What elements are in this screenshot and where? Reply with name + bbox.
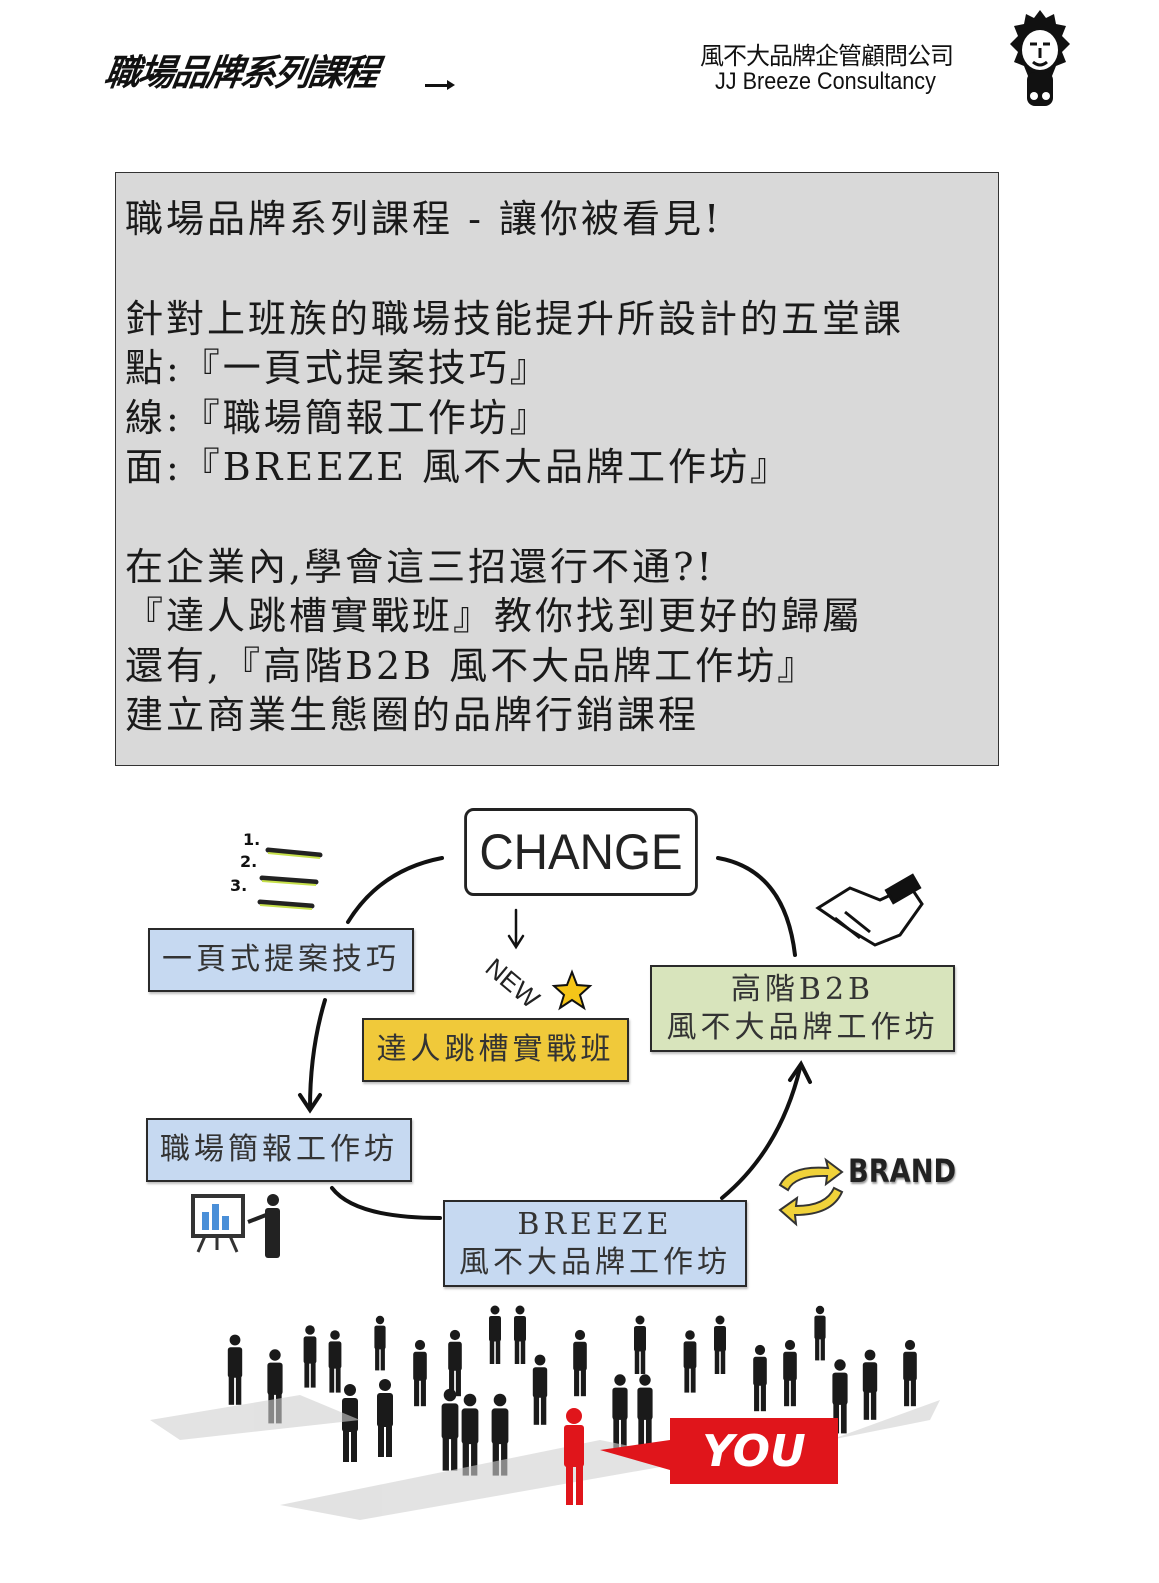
svg-text:1.: 1. xyxy=(243,830,260,849)
crowd-illustration xyxy=(227,1305,917,1476)
person-silhouette xyxy=(377,1379,393,1457)
intro-line: 建立商業生態圈的品牌行銷課程 xyxy=(125,693,700,737)
handshake-icon xyxy=(815,873,924,947)
person-silhouette xyxy=(491,1393,509,1476)
person-silhouette xyxy=(573,1329,587,1397)
course-label: 達人跳槽實戰班 xyxy=(376,1032,615,1067)
course-job-hop: 達人跳槽實戰班 xyxy=(362,1018,629,1082)
person-silhouette xyxy=(634,1315,646,1374)
person-silhouette xyxy=(903,1339,917,1407)
intro-line: 還有,『高階B2B 風不大品牌工作坊』 xyxy=(125,643,819,688)
company-name-en: JJ Breeze Consultancy xyxy=(715,68,936,95)
course-presentation-workshop: 職場簡報工作坊 xyxy=(146,1118,412,1182)
person-silhouette xyxy=(489,1305,501,1364)
intro-line: 點:『一頁式提案技巧』 xyxy=(125,346,551,390)
crowd-shadows xyxy=(150,1395,940,1520)
person-silhouette xyxy=(328,1330,342,1393)
course-label: 風不大品牌工作坊 xyxy=(459,1244,731,1280)
person-silhouette xyxy=(862,1349,878,1420)
person-silhouette xyxy=(783,1339,797,1407)
course-label: 高階B2B xyxy=(730,971,875,1007)
intro-heading: 職場品牌系列課程 - 讓你被看見! xyxy=(125,197,723,241)
person-silhouette xyxy=(461,1393,479,1476)
intro-line: 在企業內,學會這三招還行不通?! xyxy=(125,544,715,589)
person-silhouette xyxy=(448,1329,462,1397)
intro-line: 面:『BREEZE 風不大品牌工作坊』 xyxy=(125,445,792,489)
person-silhouette xyxy=(637,1374,653,1449)
arrow-up-icon xyxy=(788,1060,812,1084)
brand-cycle-arrows-icon xyxy=(778,1157,844,1227)
person-silhouette xyxy=(612,1374,628,1449)
change-label: CHANGE xyxy=(464,808,698,896)
intro-text-box: 職場品牌系列課程 - 讓你被看見! 針對上班族的職場技能提升所設計的五堂課 點:… xyxy=(115,172,999,766)
arrow-right-icon xyxy=(425,80,455,90)
person-silhouette xyxy=(342,1384,358,1462)
person-silhouette xyxy=(413,1339,427,1407)
course-b2b-brand-workshop: 高階B2B 風不大品牌工作坊 xyxy=(650,965,955,1052)
arrow-down-icon xyxy=(298,1093,322,1114)
presentation-icon xyxy=(191,1194,280,1258)
course-label: 職場簡報工作坊 xyxy=(160,1132,398,1167)
checklist-icon: 1. 2. 3. xyxy=(230,830,323,910)
person-silhouette xyxy=(683,1330,697,1393)
svg-text:2.: 2. xyxy=(240,852,257,871)
arc-line xyxy=(716,856,797,957)
you-person-icon xyxy=(564,1408,670,1505)
course-one-page-proposal: 一頁式提案技巧 xyxy=(148,928,414,992)
arc-line xyxy=(720,1066,802,1200)
course-label: 風不大品牌工作坊 xyxy=(666,1009,939,1045)
star-icon xyxy=(551,969,593,1011)
person-silhouette xyxy=(441,1388,459,1471)
person-silhouette xyxy=(753,1344,767,1412)
arc-line xyxy=(308,998,327,1110)
course-breeze-brand-workshop: BREEZE 風不大品牌工作坊 xyxy=(443,1200,747,1287)
brand-label: BRAND xyxy=(848,1152,957,1190)
company-name-cn: 風不大品牌企管顧問公司 xyxy=(700,42,954,70)
intro-line: 『達人跳槽實戰班』教你找到更好的歸屬 xyxy=(125,594,864,638)
lion-logo-icon xyxy=(1010,10,1070,106)
arc-line xyxy=(330,1186,442,1220)
person-silhouette xyxy=(303,1325,317,1388)
arrow-down-small-icon xyxy=(507,908,525,950)
course-label: BREEZE xyxy=(517,1206,673,1242)
you-label: YOU xyxy=(670,1418,838,1484)
person-silhouette xyxy=(514,1305,526,1364)
person-silhouette xyxy=(714,1315,726,1374)
person-silhouette xyxy=(227,1334,243,1405)
course-label: 一頁式提案技巧 xyxy=(162,942,400,977)
person-silhouette xyxy=(532,1354,548,1425)
person-silhouette xyxy=(814,1305,826,1361)
person-silhouette xyxy=(374,1315,386,1371)
svg-text:3.: 3. xyxy=(230,876,247,895)
arc-line xyxy=(346,856,444,924)
intro-line: 線:『職場簡報工作坊』 xyxy=(125,395,551,440)
intro-line: 針對上班族的職場技能提升所設計的五堂課 xyxy=(125,296,905,341)
